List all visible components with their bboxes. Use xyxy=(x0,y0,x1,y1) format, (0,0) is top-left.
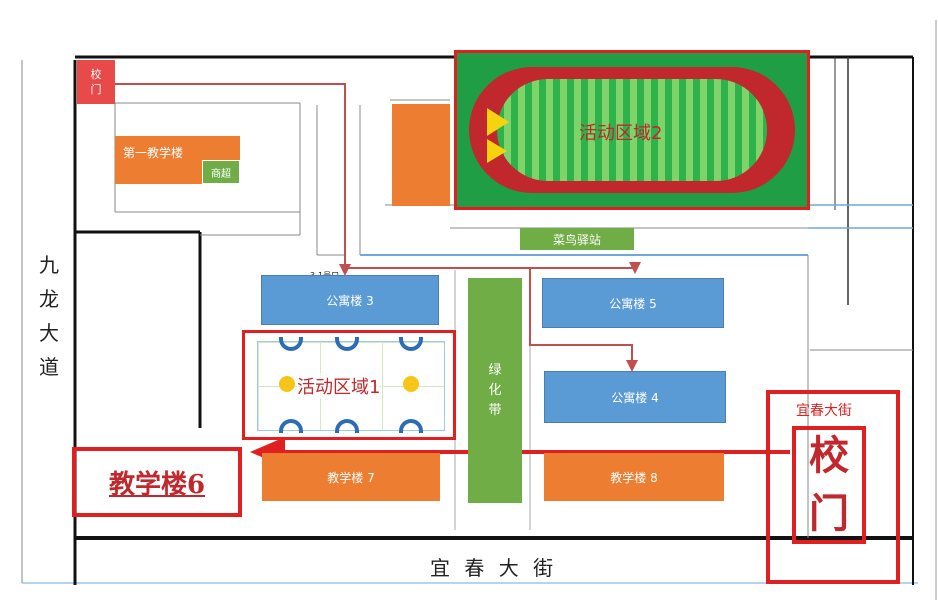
hoop-bottom-2-icon xyxy=(335,419,359,433)
building-teaching-7: 教学楼 7 xyxy=(262,453,440,501)
activity-zone-2: 活动区域2 xyxy=(454,50,810,210)
gate-top-left-char1: 校 xyxy=(90,68,102,81)
street-yichun: 宜 春 大 街 xyxy=(430,556,558,580)
green-belt-char3: 带 xyxy=(488,402,502,418)
running-track xyxy=(469,67,795,193)
building-apartment-5: 公寓楼 5 xyxy=(542,278,724,328)
gate-top-left: 校 门 xyxy=(77,60,115,104)
gate-bottom-right: 宜春大街 校 门 xyxy=(766,390,900,584)
gate-bottom-right-char1: 校 xyxy=(809,432,849,479)
building-apartment-4: 公寓楼 4 xyxy=(544,371,726,423)
hoop-top-3-icon xyxy=(399,337,423,351)
building-teaching-7-label: 教学楼 7 xyxy=(327,470,375,485)
building-orange-block xyxy=(392,104,450,206)
building-teaching-8-label: 教学楼 8 xyxy=(610,470,658,485)
ball-right-icon xyxy=(403,376,419,392)
gate-bottom-right-char2: 门 xyxy=(809,490,849,537)
street-jiulong: 九 龙 大 道 xyxy=(34,248,64,384)
activity-zone-1: 活动区域1 xyxy=(242,330,456,440)
building-apartment-3-label: 公寓楼 3 xyxy=(326,293,374,308)
callout-teaching-6: 教学楼6 xyxy=(72,447,242,517)
building-apartment-4-label: 公寓楼 4 xyxy=(611,390,659,405)
goal-left-icon-2 xyxy=(487,139,507,163)
activity-zone-1-label: 活动区域1 xyxy=(297,373,381,399)
gate-bottom-right-sign: 校 门 xyxy=(792,426,866,544)
green-belt: 绿 化 带 xyxy=(468,278,522,503)
field-grass xyxy=(497,79,767,181)
building-apartment-3: 公寓楼 3 xyxy=(261,275,439,325)
callout-teaching-6-label: 教学楼6 xyxy=(108,469,206,500)
building-supermarket: 商超 xyxy=(202,160,240,184)
street-jiulong-char3: 大 xyxy=(39,321,59,345)
ball-left-icon xyxy=(279,376,295,392)
building-apartment-5-label: 公寓楼 5 xyxy=(609,296,657,311)
street-jiulong-char1: 九 xyxy=(39,253,59,277)
goal-left-icon xyxy=(487,108,509,136)
hoop-bottom-3-icon xyxy=(399,419,423,433)
building-cainiao: 菜鸟驿站 xyxy=(520,228,634,250)
green-belt-char1: 绿 xyxy=(488,362,502,378)
activity-zone-2-label: 活动区域2 xyxy=(579,123,663,144)
building-cainiao-label: 菜鸟驿站 xyxy=(552,232,601,247)
gate-street-label: 宜春大街 xyxy=(796,403,852,419)
gate-top-left-char2: 门 xyxy=(90,83,102,96)
hoop-top-2-icon xyxy=(335,337,359,351)
street-jiulong-char2: 龙 xyxy=(39,287,59,311)
building-supermarket-label: 商超 xyxy=(211,168,231,180)
green-belt-char2: 化 xyxy=(488,382,502,398)
street-jiulong-char4: 道 xyxy=(39,355,59,379)
hoop-top-1-icon xyxy=(279,337,303,351)
hoop-bottom-1-icon xyxy=(279,419,303,433)
building-teaching-1-label: 第一教学楼 xyxy=(123,146,184,160)
building-teaching-8: 教学楼 8 xyxy=(544,453,724,501)
